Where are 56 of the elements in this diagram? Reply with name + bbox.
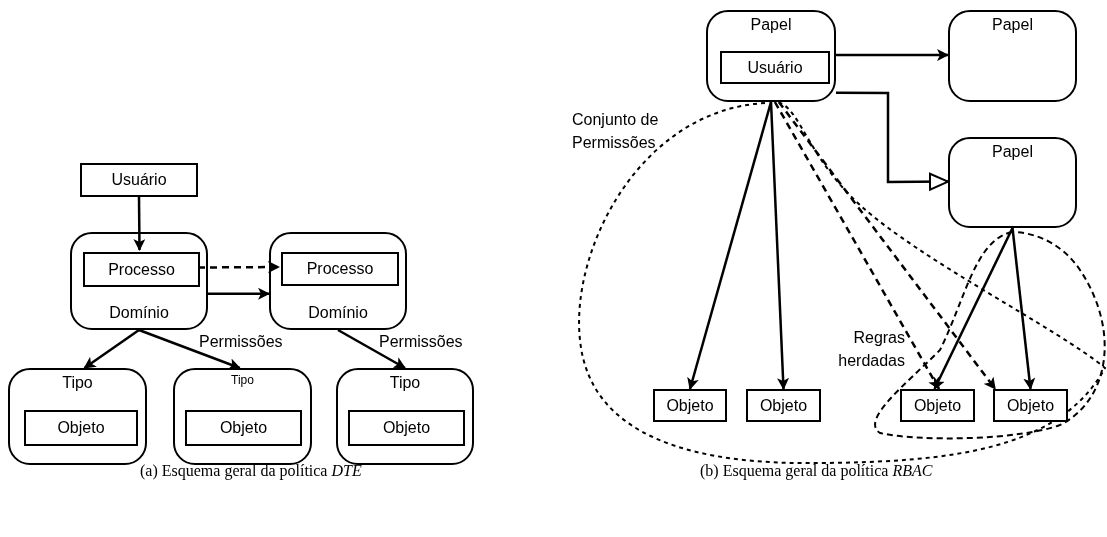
arrow (933, 227, 1014, 390)
edge-label: Permissões (198, 333, 284, 351)
node-label: Objeto (218, 419, 269, 437)
arrow (836, 49, 949, 62)
node-label: Processo (305, 260, 375, 278)
annotation-label: Conjunto de Permissões (572, 110, 660, 154)
container-box (70, 232, 208, 330)
node-label: Domínio (108, 304, 170, 322)
arrow (836, 91, 949, 191)
annotation-label: Regras herdadas (837, 328, 905, 372)
container-box (336, 368, 474, 465)
process-box (993, 389, 1068, 422)
arrow (773, 101, 941, 390)
container-box (706, 10, 836, 102)
node-label: Usuário (110, 171, 168, 189)
node-label: Domínio (307, 304, 369, 322)
container-box (948, 137, 1077, 228)
container-box (173, 368, 312, 465)
arrow (1011, 227, 1036, 390)
process-box (80, 163, 198, 197)
process-box (281, 252, 399, 286)
container-box (269, 232, 407, 330)
node-label: Papel (749, 16, 793, 34)
figure-caption: (b) Esquema geral da política RBAC (700, 462, 933, 480)
process-box (746, 389, 821, 422)
node-label: Objeto (665, 396, 715, 415)
arrow (133, 197, 146, 251)
node-label: Usuário (746, 58, 804, 77)
node-label: Objeto (381, 419, 432, 437)
node-label: Papel (991, 16, 1034, 34)
process-box (185, 410, 302, 446)
process-box (720, 51, 830, 84)
arrow (138, 328, 241, 370)
process-box (24, 410, 138, 446)
node-label: Tipo (230, 374, 255, 388)
node-label: Tipo (388, 374, 422, 392)
node-label: Papel (991, 143, 1034, 161)
node-label: Objeto (912, 396, 963, 415)
arrow (83, 328, 140, 370)
node-label: Processo (107, 260, 176, 279)
node-label: Tipo (61, 374, 94, 392)
process-box (653, 389, 727, 422)
process-box (900, 389, 975, 422)
node-label: Objeto (56, 419, 106, 437)
arrow (769, 101, 789, 390)
arrow (687, 101, 773, 390)
figure-caption: (a) Esquema geral da política DTE (140, 462, 362, 480)
node-label: Objeto (758, 396, 809, 415)
process-box (83, 252, 200, 287)
arrow (208, 287, 270, 300)
container-box (948, 10, 1077, 102)
node-label: Objeto (1005, 396, 1056, 415)
process-box (348, 410, 465, 446)
arrow (337, 328, 406, 370)
arrow (777, 101, 997, 390)
container-box (8, 368, 147, 465)
